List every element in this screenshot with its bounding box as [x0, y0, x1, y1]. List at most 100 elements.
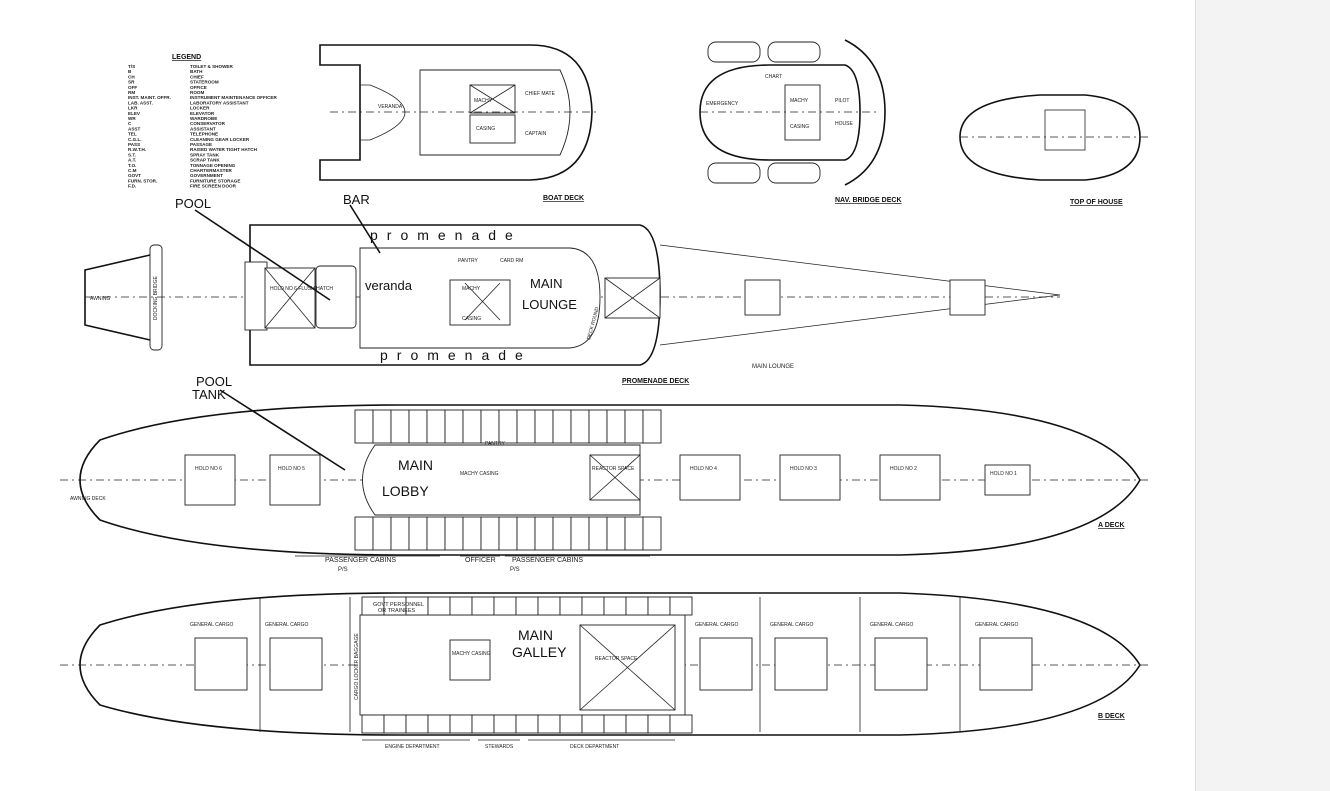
cabin	[462, 516, 482, 551]
cabin	[426, 516, 446, 551]
legend-meaning: GOVERNMENT	[190, 173, 223, 178]
pantry-label: PANTRY	[485, 441, 505, 447]
docking-bridge-label: DOCKING BRIDGE	[153, 275, 159, 320]
legend-meaning: FURNITURE STORAGE	[190, 178, 240, 183]
reactor-label: REACTOR SPACE	[592, 466, 635, 472]
general-cargo-label: GENERAL CARGO	[870, 622, 914, 628]
legend-abbr: LAB. ASST.	[128, 100, 153, 105]
room-label: HOUSE	[835, 121, 853, 127]
cabin	[606, 516, 626, 551]
cabin	[480, 516, 500, 551]
legend-meaning: OFFICE	[190, 85, 207, 90]
cabin	[361, 714, 385, 734]
legend-meaning: SPRAY TANK	[190, 152, 220, 157]
legend-meaning: CLEANING GEAR LOCKER	[190, 137, 250, 142]
promenade-bottom-label: promenade	[380, 347, 532, 363]
cabin	[449, 714, 473, 734]
legend-meaning: PASSAGE	[190, 142, 212, 147]
legend-meaning: CONSERVATOR	[190, 121, 226, 126]
govt-personnel-label: GOVT PERSONNEL	[373, 602, 424, 608]
deck-title-boat: BOAT DECK	[543, 195, 584, 202]
cabin	[559, 714, 583, 734]
cabin	[354, 409, 374, 444]
cabin	[372, 409, 392, 444]
legend-abbr: F.D.	[128, 184, 136, 189]
legend-abbr: R.W.T.H.	[128, 147, 146, 152]
machy-label: MACHY CASING	[452, 651, 491, 657]
cargo-hatch	[979, 637, 1033, 691]
cabin	[669, 714, 693, 734]
cabin	[462, 409, 482, 444]
boat-deck: MACHY CASING VERANDA CHIEF MATE CAPTAIN …	[319, 44, 600, 202]
cabin	[493, 714, 517, 734]
pantry-label: PANTRY	[458, 258, 478, 264]
hold-label: HOLD NO 6	[195, 466, 222, 472]
deck-title-top-of-house: TOP OF HOUSE	[1070, 199, 1123, 206]
legend-abbr: PASS	[128, 142, 140, 147]
machy-label: MACHY	[462, 286, 481, 292]
legend-abbr: RM	[128, 90, 135, 95]
legend-abbr: OFF	[128, 85, 137, 90]
cargo-hatch	[874, 637, 928, 691]
cabin	[588, 516, 608, 551]
general-cargo-label: GENERAL CARGO	[770, 622, 814, 628]
cabin	[647, 714, 671, 734]
legend-abbr: C.G.L.	[128, 137, 142, 142]
pool-tank-label-2: TANK	[192, 387, 226, 402]
legend-abbr: WR	[128, 116, 136, 121]
cabin	[642, 409, 662, 444]
legend-meaning: FIRE SCREEN DOOR	[190, 184, 237, 189]
legend-abbr: INST. MAINT. OFFR.	[128, 95, 171, 100]
cabin	[603, 596, 627, 616]
cargo-hatch	[269, 637, 323, 691]
legend-abbr: SR	[128, 80, 135, 85]
cabin	[647, 596, 671, 616]
machy-label: MACHY CASING	[460, 471, 499, 477]
promenade-deck: POOL BAR promenade promenade veranda MAI…	[84, 192, 1061, 385]
main-lounge-caption: MAIN LOUNGE	[752, 364, 794, 370]
cabin	[588, 409, 608, 444]
cabin	[390, 516, 410, 551]
legend-abbr: ELEV	[128, 111, 141, 116]
card-room-label: CARD RM	[500, 258, 523, 264]
legend-abbr: LKR	[128, 106, 138, 111]
legend-abbr: T.O.	[128, 163, 136, 168]
hold-label: HOLD NO 5	[278, 466, 305, 472]
cabin	[471, 596, 495, 616]
legend-meaning: RAISED WATER TIGHT HATCH	[190, 147, 258, 152]
cabin	[570, 409, 590, 444]
room-label: EMERGENCY	[706, 101, 739, 107]
cabin	[537, 596, 561, 616]
hold-label: HOLD NO 4	[690, 466, 717, 472]
legend-meaning: CHIEF	[190, 74, 204, 79]
pool-tank-label-1: POOL	[196, 374, 232, 389]
room-label: CASING	[476, 126, 495, 132]
legend-abbr: ASST	[128, 126, 140, 131]
room-label: PILOT	[835, 98, 849, 104]
cabin	[624, 409, 644, 444]
cabin	[516, 516, 536, 551]
cabin	[603, 714, 627, 734]
cabin	[581, 714, 605, 734]
cabin	[581, 596, 605, 616]
b-deck: GENERAL CARGO GENERAL CARGO GENERAL CARGO G…	[60, 592, 1150, 750]
a-deck: POOL TANK MAIN LOBBY HOLD NO 6 HOLD NO 5…	[60, 374, 1150, 573]
bar-label: BAR	[343, 192, 370, 207]
deck-title-a: A DECK	[1098, 522, 1125, 529]
hold-label: HOLD NO 3	[790, 466, 817, 472]
cabin	[427, 714, 451, 734]
hold-label: HOLD NO 2	[890, 466, 917, 472]
general-cargo-label: GENERAL CARGO	[695, 622, 739, 628]
cabin	[642, 516, 662, 551]
legend-abbr: TEL	[128, 132, 137, 137]
legend-abbr: C.M	[128, 168, 137, 173]
casing-label: CASING	[462, 316, 481, 322]
cabin	[408, 409, 428, 444]
room-label: CAPTAIN	[525, 131, 547, 137]
stewards-label: STEWARDS	[485, 744, 514, 750]
govt-personnel-label: OR TRAINEES	[378, 608, 416, 614]
cabin	[383, 714, 407, 734]
main-lobby-label-1: MAIN	[398, 457, 433, 473]
general-cargo-label: GENERAL CARGO	[975, 622, 1019, 628]
